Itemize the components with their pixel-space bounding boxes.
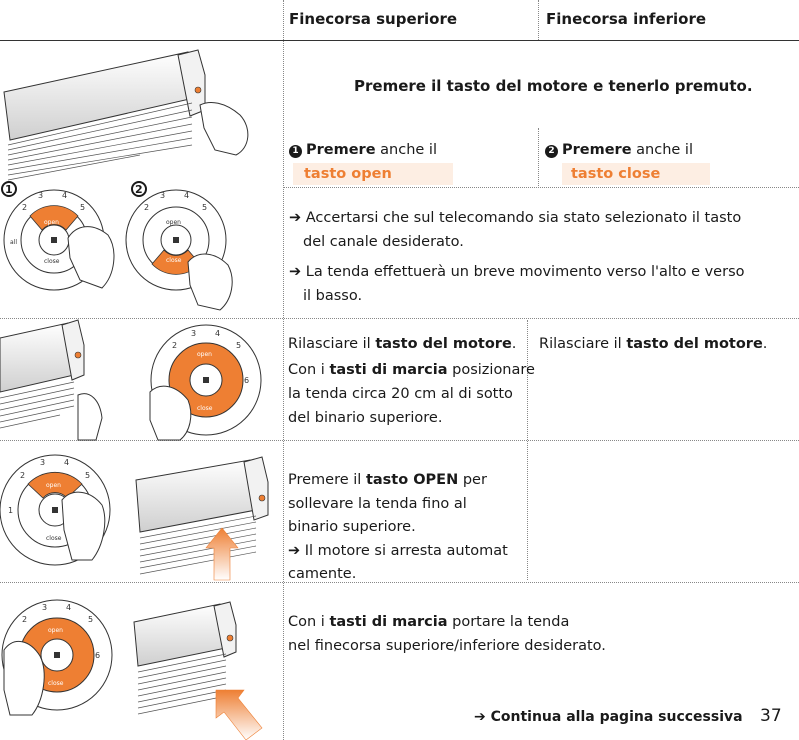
step3-line5: camente. — [288, 566, 357, 582]
step-number-badge: 1 — [289, 145, 302, 158]
step2-upper-line1: Rilasciare il tasto del motore. — [288, 336, 517, 352]
svg-text:6: 6 — [95, 651, 100, 660]
shade-illustration-step4 — [133, 601, 263, 740]
step1-instruction: Premere il tasto del motore e tenerlo pr… — [354, 77, 753, 95]
svg-text:2: 2 — [20, 471, 25, 480]
step2-lower-line1: Rilasciare il tasto del motore. — [539, 336, 768, 352]
svg-text:4: 4 — [66, 603, 71, 612]
column-divider-header — [538, 0, 539, 40]
arrow-icon: ➔ — [288, 543, 301, 559]
svg-text:2: 2 — [22, 203, 27, 212]
step1-note-1: ➔ Accertarsi che sul telecomando sia sta… — [289, 210, 742, 226]
svg-text:3: 3 — [160, 191, 165, 200]
shade-illustration-step3 — [135, 456, 269, 581]
step3-line3: binario superiore. — [288, 519, 416, 535]
step2-upper-line3: la tenda circa 20 cm al di sotto — [288, 386, 513, 402]
arrow-icon: ➔ — [474, 709, 486, 725]
svg-text:3: 3 — [42, 603, 47, 612]
upper-key-highlight — [293, 163, 453, 185]
row-divider-2 — [0, 440, 799, 441]
svg-text:4: 4 — [184, 191, 189, 200]
svg-text:5: 5 — [236, 341, 241, 350]
svg-text:5: 5 — [88, 615, 93, 624]
svg-text:2: 2 — [172, 341, 177, 350]
svg-text:open: open — [44, 219, 59, 226]
shade-illustration-step2 — [0, 319, 103, 441]
remote-close: open close 2 3 4 5 — [125, 189, 233, 311]
column-header-lower: Finecorsa inferiore — [546, 10, 707, 28]
column-divider-step2 — [527, 320, 528, 580]
svg-text:close: close — [48, 680, 64, 687]
arrow-icon: ➔ — [289, 264, 302, 280]
step1-note-2-cont: il basso. — [303, 288, 363, 304]
svg-text:open: open — [48, 627, 63, 634]
continue-link[interactable]: ➔ Continua alla pagina successiva — [474, 709, 743, 725]
header-divider — [0, 40, 799, 41]
remote-open: open close 2 3 4 5 all — [3, 189, 115, 291]
step3-line1: Premere il tasto OPEN per — [288, 472, 487, 488]
arrow-icon: ➔ — [289, 210, 302, 226]
diagonal-arrow-icon — [215, 689, 263, 740]
lower-key-highlight — [562, 163, 710, 185]
svg-text:3: 3 — [191, 329, 196, 338]
row-divider-3 — [0, 582, 799, 583]
svg-text:6: 6 — [244, 376, 249, 385]
step3-line4: ➔ Il motore si arresta automat — [288, 543, 508, 559]
up-arrow-icon — [205, 527, 239, 581]
step3-line2: sollevare la tenda fino al — [288, 496, 467, 512]
column-header-upper: Finecorsa superiore — [289, 10, 458, 28]
svg-text:4: 4 — [64, 458, 69, 467]
lower-key-label: tasto close — [571, 166, 661, 182]
svg-text:5: 5 — [202, 203, 207, 212]
step4-line1: Con i tasti di marcia portare la tenda — [288, 614, 570, 630]
step1-note-1-cont: del canale desiderato. — [303, 234, 464, 250]
svg-text:2: 2 — [22, 615, 27, 624]
svg-text:open: open — [197, 351, 212, 358]
image-number-1 — [1, 181, 17, 197]
page-number: 37 — [760, 706, 782, 726]
column-divider-left — [283, 0, 284, 740]
step2-upper-line2: Con i tasti di marcia posizionare — [288, 362, 535, 378]
image-number-2 — [131, 181, 147, 197]
svg-text:close: close — [46, 535, 62, 542]
svg-text:4: 4 — [62, 191, 67, 200]
step2-upper-line4: del binario superiore. — [288, 410, 443, 426]
svg-text:5: 5 — [85, 471, 90, 480]
svg-text:3: 3 — [38, 191, 43, 200]
shade-illustration-step1 — [3, 49, 249, 181]
remote-step4: open close 2 3 4 5 6 1 — [1, 599, 113, 716]
svg-text:open: open — [46, 482, 61, 489]
remote-step3: open close 2 3 4 5 1 — [0, 454, 111, 566]
svg-text:5: 5 — [80, 203, 85, 212]
step-number-badge: 2 — [545, 145, 558, 158]
svg-text:2: 2 — [135, 183, 143, 196]
svg-text:close: close — [44, 258, 60, 265]
svg-text:3: 3 — [40, 458, 45, 467]
column-divider-step1 — [538, 128, 539, 188]
remote-step2: open close 2 3 4 5 6 — [149, 324, 262, 441]
svg-text:close: close — [197, 405, 213, 412]
illustrations: 1 2 open close 2 3 4 5 all open close 2 … — [0, 49, 269, 740]
svg-text:2: 2 — [144, 203, 149, 212]
step1-divider — [283, 187, 799, 188]
svg-text:all: all — [10, 239, 17, 246]
step1-note-2: ➔ La tenda effettuerà un breve movimento… — [289, 264, 745, 280]
svg-text:1: 1 — [5, 183, 13, 196]
svg-text:4: 4 — [215, 329, 220, 338]
step4-line2: nel finecorsa superiore/inferiore deside… — [288, 638, 606, 654]
svg-text:open: open — [166, 219, 181, 226]
svg-text:1: 1 — [8, 506, 13, 515]
svg-text:close: close — [166, 257, 182, 264]
upper-key-label: tasto open — [304, 166, 392, 182]
row-divider-1 — [0, 318, 799, 319]
